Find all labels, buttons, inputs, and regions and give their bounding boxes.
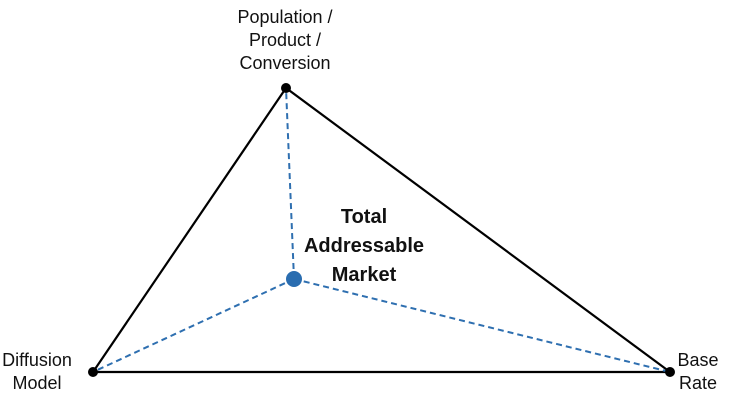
triangle-outline xyxy=(90,86,674,374)
vertex-dot-right xyxy=(665,367,675,377)
center-dot xyxy=(286,271,302,287)
spoke-to-top xyxy=(285,87,295,280)
vertex-dot-top xyxy=(281,83,291,93)
vertex-label-population-product-conversion: Population / Product / Conversion xyxy=(237,7,333,73)
vertex-dot-left xyxy=(88,367,98,377)
spoke-to-left xyxy=(92,278,295,373)
vertex-label-diffusion-model: Diffusion Model xyxy=(2,350,72,393)
center-label-total-addressable-market: Total Addressable Market xyxy=(303,206,425,286)
vertex-label-base-rate: Base Rate xyxy=(677,350,719,393)
spoke-to-right xyxy=(293,278,671,373)
